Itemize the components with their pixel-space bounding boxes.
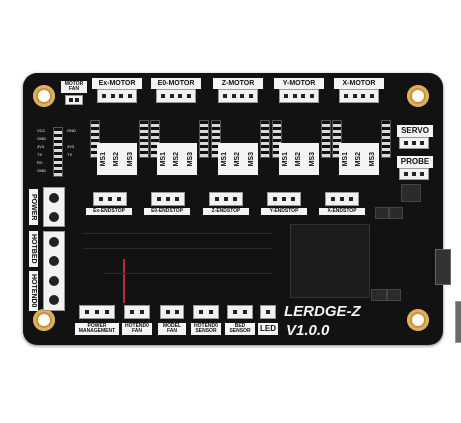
probe-label: PROBE xyxy=(397,156,433,168)
driver-header-ex-left xyxy=(90,120,100,158)
usb-port xyxy=(455,301,461,343)
power-terminal xyxy=(43,187,65,227)
motor-label-z: Z-MOTOR xyxy=(213,78,263,89)
hotbed-label: HOTBED xyxy=(29,231,38,267)
motor-fan-label: MOTOR FAN xyxy=(61,81,87,93)
driver-header-e0-left xyxy=(150,120,160,158)
led-connector xyxy=(260,305,276,319)
endstop-label-e0: E0-ENDSTOP xyxy=(144,208,190,215)
left-header-pins xyxy=(53,127,63,177)
left-pin-label-gnd-2: GND xyxy=(37,168,46,173)
mcu-chip xyxy=(290,224,370,298)
motor-label-x: X-MOTOR xyxy=(334,78,384,89)
pcb-trace xyxy=(83,233,273,234)
driver-header-x-left xyxy=(332,120,342,158)
servo-connector xyxy=(399,137,429,149)
control-board: MOTOR FAN Ex-MOTOR E0-MOTOR Z-MOTOR Y-MO… xyxy=(23,73,461,345)
driver-header-z-right xyxy=(260,120,270,158)
model-fan-connector xyxy=(160,305,184,319)
endstop-label-x: X-ENDSTOP xyxy=(319,208,365,215)
mounting-hole-top-left xyxy=(33,85,55,107)
motor-fan-connector xyxy=(65,95,83,105)
servo-label: SERVO xyxy=(397,125,433,137)
endstop-connector-y xyxy=(267,192,301,206)
pcb-trace xyxy=(103,273,273,274)
endstop-connector-x xyxy=(325,192,359,206)
left-pin-label-3v3: 3V3 xyxy=(37,144,45,149)
left-pin-label-gnd-1: GND xyxy=(37,136,46,141)
endstop-label-z: Z-ENDSTOP xyxy=(203,208,249,215)
driver-header-y-left xyxy=(272,120,282,158)
driver-header-x-right xyxy=(381,120,391,158)
sd-card-slot xyxy=(435,249,451,285)
endstop-label-ex: Ex-ENDSTOP xyxy=(86,208,132,215)
mounting-hole-bottom-right xyxy=(407,309,429,331)
motor-label-y: Y-MOTOR xyxy=(274,78,324,89)
power-management-connector xyxy=(79,305,115,319)
left-pin-label-rx: RX xyxy=(37,160,43,165)
left-pin-label-tx: TX xyxy=(37,152,43,157)
driver-header-y-right xyxy=(321,120,331,158)
hotend0-fan-connector xyxy=(124,305,150,319)
driver-header-ex-right xyxy=(139,120,149,158)
smd-component xyxy=(375,207,389,219)
capacitor xyxy=(371,289,387,301)
motor-connector-y xyxy=(279,89,319,103)
board-version: V1.0.0 xyxy=(286,322,330,339)
power-label: POWER xyxy=(29,189,38,225)
mounting-hole-bottom-left xyxy=(33,309,55,331)
endstop-connector-e0 xyxy=(151,192,185,206)
board-model-name: LERDGE-Z xyxy=(284,303,361,320)
hotend0-sensor-connector xyxy=(193,305,219,319)
smd-component xyxy=(389,207,403,219)
driver-header-z-left xyxy=(211,120,221,158)
capacitor xyxy=(387,289,401,301)
probe-component xyxy=(401,184,421,202)
bed-sensor-connector xyxy=(227,305,253,319)
right-pin-label-gnd: GND xyxy=(67,128,76,133)
motor-connector-x xyxy=(339,89,379,103)
motor-connector-ex xyxy=(97,89,137,103)
right-pin-label-tx: TX xyxy=(67,152,73,157)
pcb-trace xyxy=(83,248,273,249)
probe-connector xyxy=(399,168,429,180)
hotend0-label: HOTEND0 xyxy=(29,271,38,311)
motor-label-e0: E0-MOTOR xyxy=(151,78,201,89)
motor-label-ex: Ex-MOTOR xyxy=(92,78,142,89)
heater-terminal xyxy=(43,231,65,311)
motor-connector-e0 xyxy=(156,89,196,103)
driver-header-e0-right xyxy=(199,120,209,158)
led-label: LED xyxy=(258,323,278,335)
endstop-connector-ex xyxy=(93,192,127,206)
left-pin-label-vcc: VCC xyxy=(37,128,46,133)
endstop-label-y: Y-ENDSTOP xyxy=(261,208,307,215)
right-pin-label-3v3: 3V3 xyxy=(67,144,75,149)
endstop-connector-z xyxy=(209,192,243,206)
red-wire xyxy=(123,259,125,303)
mounting-hole-top-right xyxy=(407,85,429,107)
motor-connector-z xyxy=(218,89,258,103)
